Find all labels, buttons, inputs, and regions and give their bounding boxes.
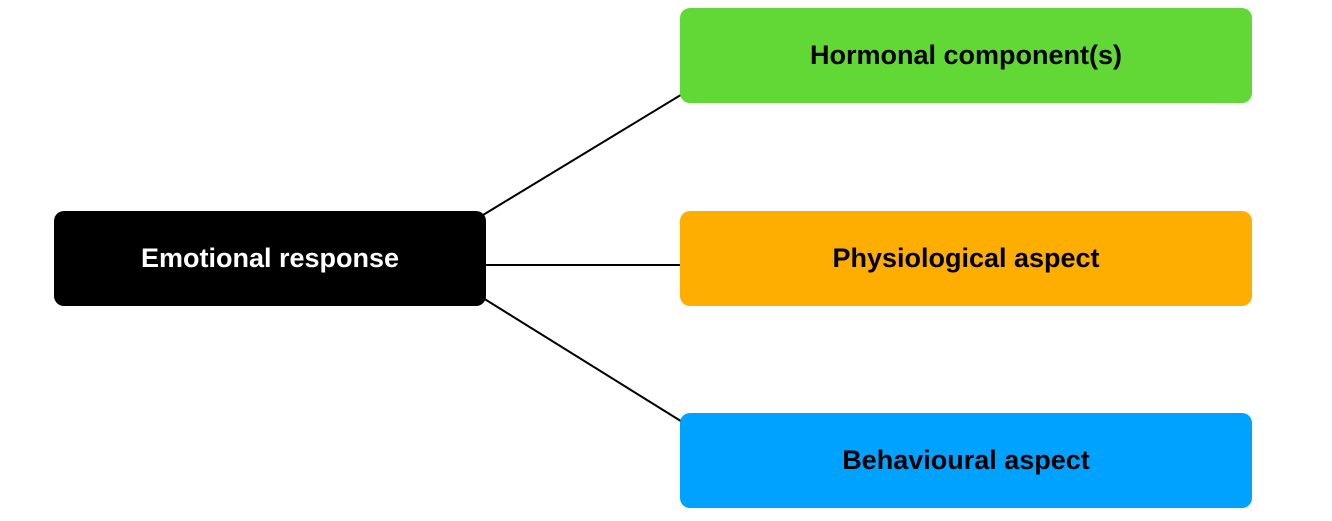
root-node-emotional-response: Emotional response [54,211,486,306]
branch-node-physiological: Physiological aspect [680,211,1252,306]
connector-hormonal [482,92,685,216]
branch-node-label: Physiological aspect [832,243,1100,273]
branch-node-behavioural: Behavioural aspect [680,413,1252,508]
branch-node-label: Behavioural aspect [842,445,1090,475]
root-node-label: Emotional response [140,243,400,273]
branch-node-label: Hormonal component(s) [809,40,1122,70]
connector-behavioural [482,297,685,424]
branch-node-hormonal: Hormonal component(s) [680,8,1252,103]
